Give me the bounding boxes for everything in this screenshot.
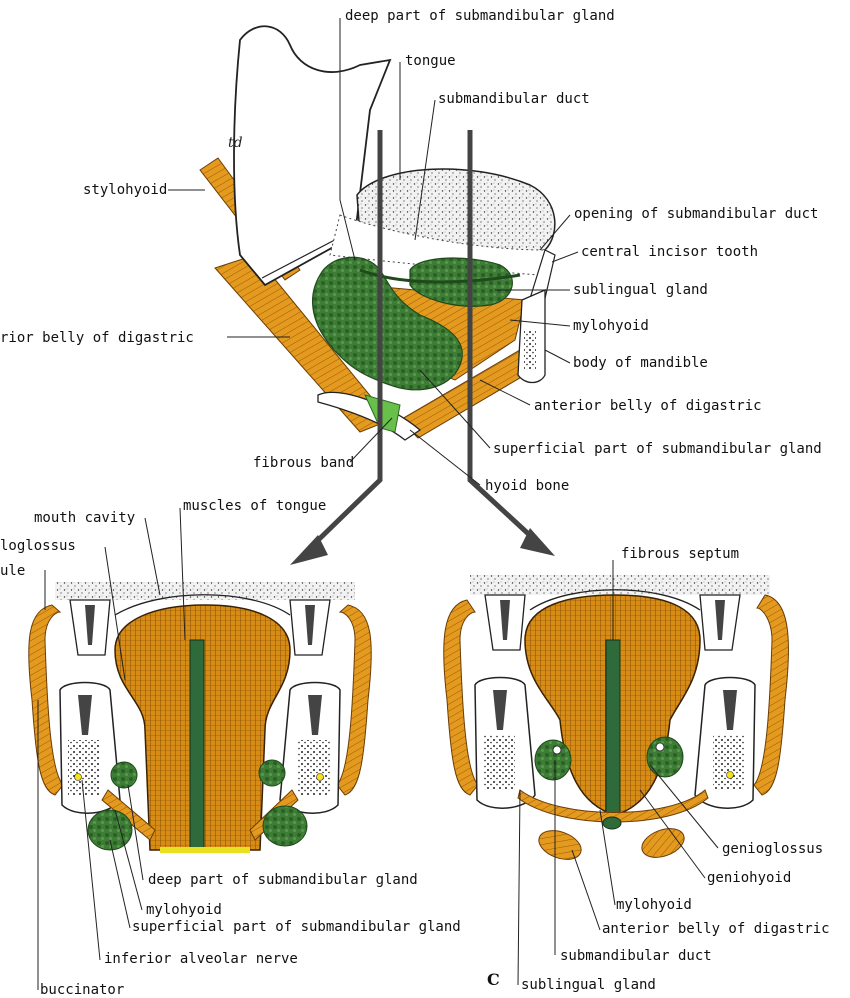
label-hyoid-bone: hyoid bone xyxy=(485,478,569,494)
label-stylohyoid: stylohyoid xyxy=(83,182,167,198)
label-anterior-belly-top: anterior belly of digastric xyxy=(534,398,762,414)
left-nerve-l xyxy=(75,774,82,781)
label-inferior-alveolar: inferior alveolar nerve xyxy=(104,951,298,967)
left-mucosa xyxy=(55,582,355,600)
right-duct-r xyxy=(656,743,664,751)
label-body-mandible: body of mandible xyxy=(573,355,708,371)
label-muscles-tongue: muscles of tongue xyxy=(183,498,326,514)
label-anterior-belly-right: anterior belly of digastric xyxy=(602,921,830,937)
right-nerve-r xyxy=(727,772,734,779)
label-buccinator: buccinator xyxy=(40,982,124,998)
mandible-marrow xyxy=(524,330,536,370)
left-deep-gland-l xyxy=(111,762,137,788)
left-buccinator-right xyxy=(337,605,371,795)
label-mylohyoid-right: mylohyoid xyxy=(616,897,692,913)
right-sublingual-l xyxy=(535,740,571,780)
left-deep-gland-r xyxy=(259,760,285,786)
label-genioglossus: genioglossus xyxy=(722,841,823,857)
label-submandibular-duct-top: submandibular duct xyxy=(438,91,590,107)
right-buccinator-left xyxy=(444,600,478,795)
label-posterior-belly: rior belly of digastric xyxy=(0,330,194,346)
label-mandible-fragment: ule xyxy=(0,563,25,579)
label-deep-part-left: deep part of submandibular gland xyxy=(148,872,418,888)
right-anterior-belly-l xyxy=(535,825,585,864)
label-central-incisor: central incisor tooth xyxy=(581,244,758,260)
label-fibrous-band: fibrous band xyxy=(253,455,354,471)
label-superficial-part-top: superficial part of submandibular gland xyxy=(493,441,822,457)
right-septum xyxy=(606,640,620,815)
label-superficial-part-left: superficial part of submandibular gland xyxy=(132,919,461,935)
label-mouth-cavity: mouth cavity xyxy=(34,510,135,526)
label-mylohyoid-top: mylohyoid xyxy=(573,318,649,334)
left-superficial-gland-l xyxy=(88,810,132,850)
left-nerve-r xyxy=(317,774,324,781)
right-mucosa xyxy=(470,575,770,595)
left-septum xyxy=(190,640,204,850)
label-submandibular-duct-right: submandibular duct xyxy=(560,948,712,964)
label-td-mark: td xyxy=(228,135,243,151)
left-superficial-gland-r xyxy=(263,806,307,846)
label-sublingual-gland-right: sublingual gland xyxy=(521,977,656,993)
label-mylohyoid-left: mylohyoid xyxy=(146,902,222,918)
label-sublingual-gland-top: sublingual gland xyxy=(573,282,708,298)
label-deep-part-top: deep part of submandibular gland xyxy=(345,8,615,24)
right-sublingual-r xyxy=(647,737,683,777)
figure-letter: C xyxy=(487,970,500,989)
right-anterior-belly-r xyxy=(638,823,688,862)
label-fibrous-septum: fibrous septum xyxy=(621,546,739,562)
label-tongue: tongue xyxy=(405,53,456,69)
label-hyoglossus: loglossus xyxy=(0,538,76,554)
right-buccinator-right xyxy=(754,595,788,795)
right-duct-l xyxy=(553,746,561,754)
right-geniohyoid-small xyxy=(603,817,621,829)
label-geniohyoid: geniohyoid xyxy=(707,870,791,886)
left-buccinator-left xyxy=(29,605,63,795)
left-tongue-base xyxy=(160,847,250,853)
label-opening-duct: opening of submandibular duct xyxy=(574,206,818,222)
